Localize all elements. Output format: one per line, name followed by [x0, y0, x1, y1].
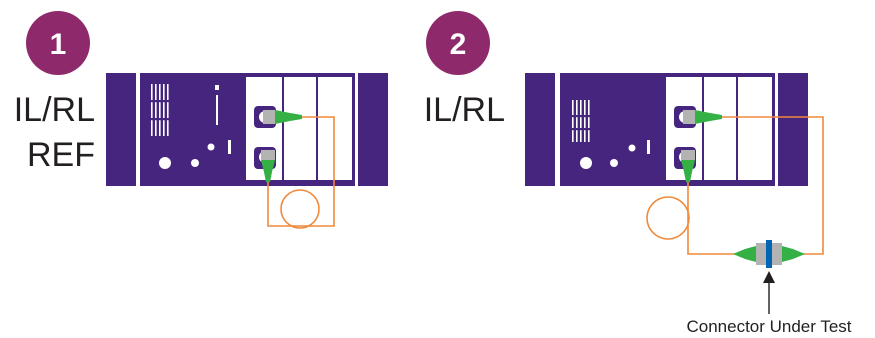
- fiber-connector-icon: [263, 110, 302, 124]
- fiber-connector-icon: [683, 110, 722, 124]
- step-1-label-line-2: REF: [27, 136, 95, 174]
- step-2-badge: [426, 11, 490, 75]
- fiber-loop-icon: [280, 189, 320, 229]
- connector-under-test-icon: [733, 240, 805, 268]
- status-indicator-icon: [216, 95, 218, 125]
- arrow-up-icon: [763, 271, 775, 314]
- vent-grille-icon: [150, 84, 170, 136]
- step-2-label-line-1: IL/RL: [424, 91, 505, 129]
- step-1: 1 IL/RL REF: [14, 11, 388, 229]
- step-1-badge: [26, 11, 90, 75]
- step-1-label-line-1: IL/RL: [14, 91, 95, 129]
- optical-test-set-icon: [525, 73, 808, 186]
- knob-icon: [628, 144, 636, 152]
- vent-grille-icon: [571, 100, 591, 142]
- fiber-loop-icon: [646, 196, 690, 240]
- step-2-number: 2: [450, 28, 467, 61]
- knob-icon: [191, 159, 199, 167]
- connector-under-test-label: Connector Under Test: [686, 317, 851, 336]
- fiber-connector-icon: [261, 150, 275, 182]
- fiber-patchcord-icon: [646, 116, 824, 255]
- step-2: 2 IL/RL: [424, 11, 852, 336]
- fiber-connector-icon: [681, 150, 695, 182]
- knob-icon: [580, 157, 592, 169]
- knob-icon: [207, 143, 215, 151]
- optical-test-set-icon: [106, 73, 388, 186]
- fiber-patchcord-icon: [267, 116, 335, 229]
- knob-icon: [610, 159, 618, 167]
- knob-icon: [159, 157, 171, 169]
- step-1-number: 1: [50, 28, 67, 61]
